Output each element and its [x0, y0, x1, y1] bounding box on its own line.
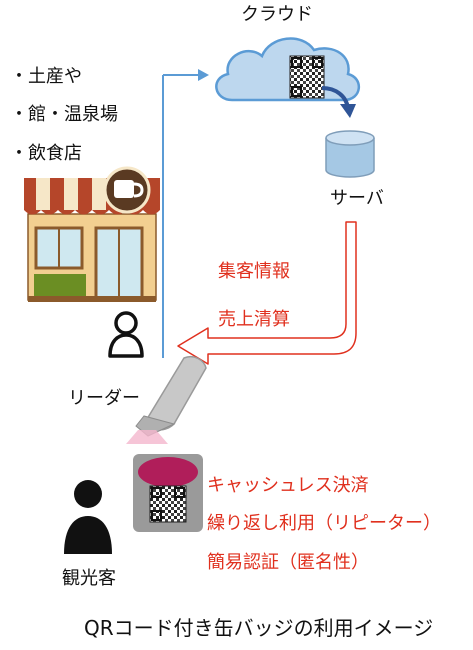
caption: QRコード付き缶バッジの利用イメージ [84, 616, 434, 640]
server-to-reader-arrow [177, 221, 357, 365]
shop-item-inn: ・館・温泉場 [10, 104, 118, 125]
flow-label-customer-info: 集客情報 [218, 261, 290, 282]
benefit-repeat-use: 繰り返し利用（リピーター） [207, 513, 441, 534]
server-label: サーバ [330, 188, 384, 209]
flow-label-sales-settlement: 売上清算 [218, 309, 290, 330]
can-badge-icon [133, 454, 203, 532]
tourist-label: 観光客 [62, 568, 116, 589]
cloud-label: クラウド [241, 4, 313, 25]
shop-item-restaurant: ・飲食店 [10, 143, 82, 164]
cloud-to-server-arrow-icon [321, 86, 356, 118]
shop-icon [24, 166, 160, 302]
server-database-icon [325, 130, 375, 178]
shop-item-souvenir: ・土産や [10, 66, 82, 87]
reader-label: リーダー [68, 388, 140, 409]
benefit-simple-auth: 簡易認証（匿名性） [207, 552, 369, 573]
person-silhouette-icon [64, 480, 112, 554]
person-outline-icon [108, 311, 144, 358]
barcode-reader-icon [126, 356, 207, 444]
shop-cloud-connector [162, 69, 209, 358]
qr-code-icon [289, 55, 325, 99]
benefit-cashless: キャッシュレス決済 [207, 475, 369, 496]
